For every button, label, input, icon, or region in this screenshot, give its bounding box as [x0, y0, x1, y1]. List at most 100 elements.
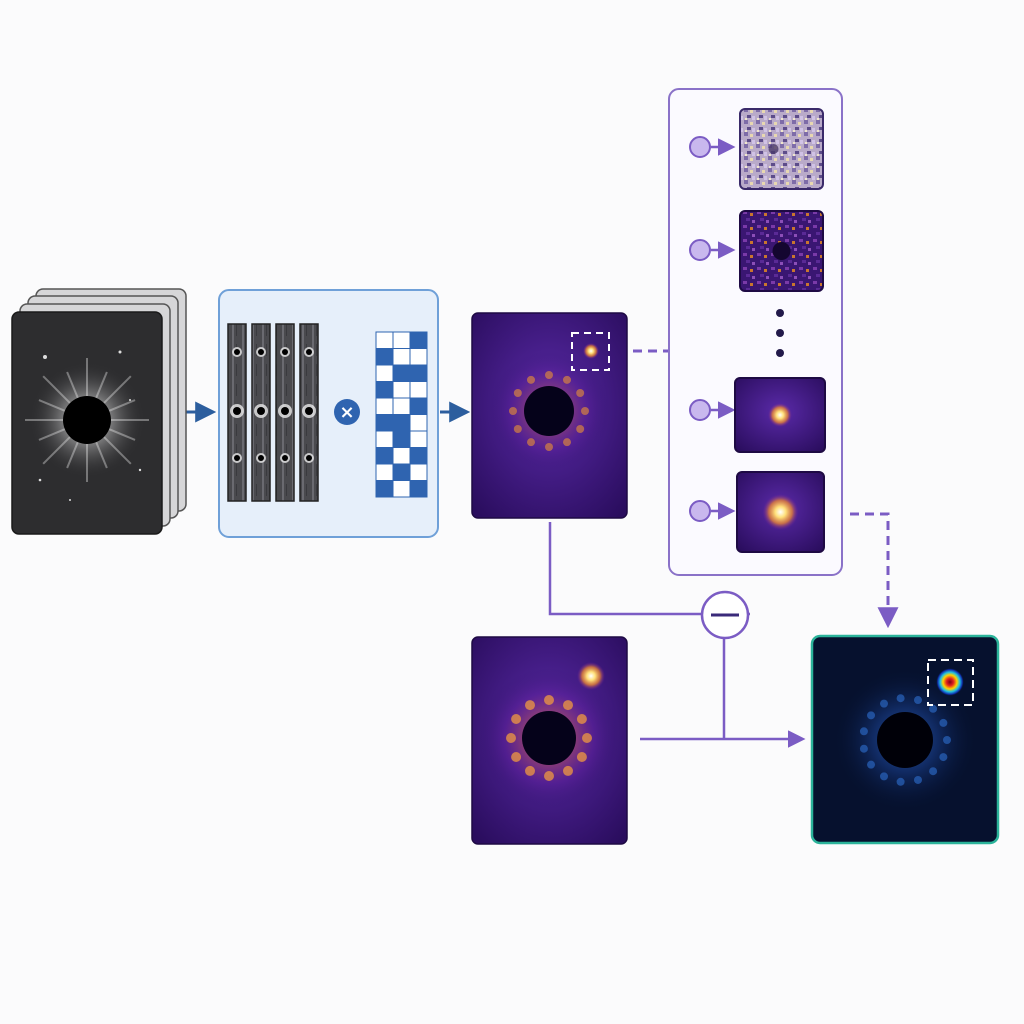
coefficient-cell [392, 463, 411, 481]
speckle-ray [38, 428, 66, 441]
science-mask [522, 711, 576, 765]
residual-speckle [880, 772, 888, 781]
residual-speckle [859, 727, 868, 736]
residual-speckle [943, 736, 951, 744]
factorization-panel: × [218, 289, 439, 538]
background-star [118, 350, 122, 354]
residual-speckle [896, 694, 905, 703]
model-speckle [509, 407, 517, 415]
speckle-ray [103, 436, 132, 465]
step-image-frame [739, 108, 824, 190]
ellipsis-dot [776, 329, 784, 337]
coefficient-cell [392, 414, 411, 432]
basis-mask [258, 349, 264, 355]
basis-column-1 [227, 323, 247, 502]
residual-image [810, 634, 1000, 845]
science-speckle [576, 752, 587, 762]
model-speckle [563, 375, 571, 384]
optimization-panel [668, 88, 843, 576]
science-speckle [582, 733, 592, 743]
model-speckle [513, 425, 522, 433]
science-speckle [544, 695, 554, 705]
step-bright-spot [768, 403, 792, 427]
residual-speckle [867, 711, 876, 720]
coefficient-grid [375, 331, 428, 498]
basis-mask [234, 455, 240, 461]
coefficient-cell [409, 414, 428, 432]
model-speckle [545, 371, 553, 379]
ellipsis-icon [776, 309, 784, 357]
step-node [689, 500, 711, 522]
science-companion-spot [577, 662, 605, 690]
step-image-3 [734, 377, 826, 453]
basis-column-3 [275, 323, 295, 502]
model-image [471, 312, 628, 519]
coefficient-cell [409, 381, 428, 399]
coefficient-cell [392, 381, 411, 399]
step-image-2 [739, 210, 824, 292]
residual-speckle [867, 760, 876, 769]
model-speckle [563, 438, 571, 447]
science-speckle [576, 714, 587, 724]
residual-speckle [896, 777, 905, 786]
coefficient-cell [375, 447, 394, 465]
input-frame-stack [11, 288, 187, 535]
line-model-to-subtract [548, 522, 705, 616]
background-star [38, 478, 42, 482]
basis-mask [305, 407, 313, 415]
ellipsis-dot [776, 349, 784, 357]
speckle-ray [38, 399, 66, 412]
coefficient-cell [409, 331, 428, 349]
model-mask [524, 386, 574, 436]
residual-speckle [880, 699, 888, 708]
science-speckle [511, 752, 522, 762]
basis-mask [306, 455, 312, 461]
residual-speckle [939, 753, 948, 762]
coefficient-cell [375, 414, 394, 432]
step-bright-spot [762, 494, 799, 530]
optimization-step-2 [689, 210, 824, 292]
coefficient-cell [409, 463, 428, 481]
coefficient-cell [375, 430, 394, 448]
residual-speckle [859, 744, 868, 753]
coefficient-cell [375, 331, 394, 349]
optimization-step-4 [689, 471, 825, 553]
step-faint-spot [768, 144, 779, 154]
coefficient-cell [375, 381, 394, 399]
speckle-ray [103, 375, 132, 404]
dashed-box-icon [927, 659, 974, 706]
science-speckle [563, 700, 573, 711]
input-frame-front [11, 311, 163, 535]
basis-mask [233, 407, 241, 415]
model-speckle [527, 375, 535, 384]
subtract-node [700, 590, 750, 640]
model-speckle [545, 443, 553, 451]
diagram-nodes: × [11, 88, 1000, 845]
speckle-ray [66, 371, 79, 399]
coefficient-cell [375, 463, 394, 481]
coefficient-cell [409, 480, 428, 498]
step-node [689, 399, 711, 421]
coefficient-cell [392, 364, 411, 382]
basis-column-4 [299, 323, 319, 502]
background-star [69, 499, 71, 501]
science-image [471, 636, 628, 845]
basis-mask [258, 455, 264, 461]
coefficient-cell [409, 348, 428, 366]
coefficient-cell [392, 397, 411, 415]
coefficient-cell [392, 480, 411, 498]
basis-mask [234, 349, 240, 355]
coefficient-cell [375, 348, 394, 366]
residual-mask [877, 712, 933, 768]
basis-mask [281, 407, 289, 415]
coefficient-cell [375, 397, 394, 415]
optimization-step-3 [689, 377, 826, 453]
coefficient-cell [392, 331, 411, 349]
model-speckle [581, 407, 589, 415]
speckle-ray [108, 399, 136, 412]
science-speckle [563, 765, 573, 776]
background-star [138, 468, 142, 472]
basis-mask [306, 349, 312, 355]
